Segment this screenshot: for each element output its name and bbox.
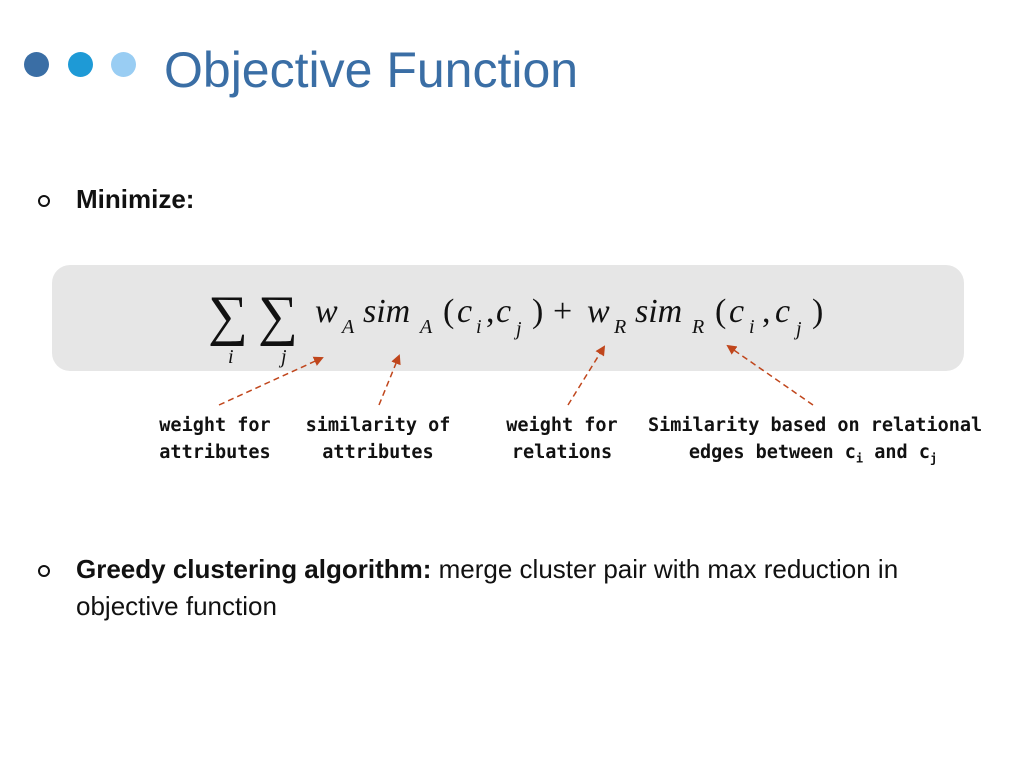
sim-r-subscript: R [691, 316, 704, 338]
sum-symbol-i: ∑ [208, 285, 248, 347]
c-i-1: c [457, 293, 472, 330]
c-i-2-subscript: i [749, 316, 755, 338]
w-r-subscript: R [613, 316, 626, 338]
w-r-symbol: w [587, 293, 610, 330]
bullet-icon [38, 195, 50, 207]
minimize-label: Minimize: [76, 184, 195, 214]
decorative-dot-3 [111, 52, 136, 77]
c-i-2: c [729, 293, 744, 330]
arrow-similarity-relations [726, 344, 814, 406]
annotation-similarity-attributes: similarity of attributes [303, 412, 453, 466]
decorative-dot-2 [68, 52, 93, 77]
rparen-2: ) [812, 293, 823, 330]
comma-1: , [486, 293, 495, 330]
arrow-similarity-attributes [378, 354, 401, 406]
annotation-text: edges between c [688, 442, 856, 463]
annotation-arrows [218, 344, 814, 406]
slide-title: Objective Function [164, 42, 579, 98]
annotation-text: and c [863, 442, 930, 463]
rparen-1: ) [532, 293, 543, 330]
greedy-bullet-text: Greedy clustering algorithm: merge clust… [76, 551, 976, 625]
c-j-1-subscript: j [513, 318, 522, 340]
subscript-j: j [929, 451, 938, 466]
sim-a-symbol: sim [363, 293, 410, 330]
plus-sign: + [553, 293, 572, 330]
annotation-weight-relations: weight for relations [497, 412, 627, 466]
annotation-line: weight for [159, 415, 271, 436]
annotation-line: attributes [159, 442, 271, 463]
sim-a-subscript: A [418, 316, 433, 338]
sum-index-i: i [228, 346, 234, 368]
c-j-2: c [775, 293, 790, 330]
c-i-1-subscript: i [476, 316, 482, 338]
c-j-2-subscript: j [793, 318, 802, 340]
greedy-description: merge cluster pair with max reduction in… [76, 554, 899, 621]
lparen-1: ( [443, 293, 454, 330]
decorative-dot-1 [24, 52, 49, 77]
annotation-line: Similarity based on relational [648, 415, 983, 436]
sim-r-symbol: sim [635, 293, 682, 330]
comma-2: , [762, 293, 771, 330]
annotation-line: similarity of [305, 415, 451, 436]
subscript-i: i [855, 451, 864, 466]
arrow-weight-relations [567, 345, 606, 406]
annotation-similarity-relations: Similarity based on relational edges bet… [648, 412, 983, 473]
annotation-line: relations [511, 442, 613, 463]
arrow-weight-attributes [218, 356, 324, 406]
annotation-line: weight for [506, 415, 618, 436]
w-a-symbol: w [315, 293, 338, 330]
c-j-1: c [496, 293, 511, 330]
formula-box [52, 265, 964, 371]
annotation-line: edges between ci and cj [648, 439, 978, 473]
lparen-2: ( [715, 293, 726, 330]
annotation-weight-attributes: weight for attributes [150, 412, 280, 466]
objective-formula: ∑ ∑ i j w A sim A ( c i , c j ) + w R si… [208, 285, 823, 368]
annotation-line: attributes [322, 442, 434, 463]
greedy-lead: Greedy clustering algorithm: [76, 554, 432, 584]
sum-index-j: j [278, 346, 287, 368]
bullet-icon [38, 565, 50, 577]
w-a-subscript: A [340, 316, 355, 338]
sum-symbol-j: ∑ [258, 285, 298, 347]
